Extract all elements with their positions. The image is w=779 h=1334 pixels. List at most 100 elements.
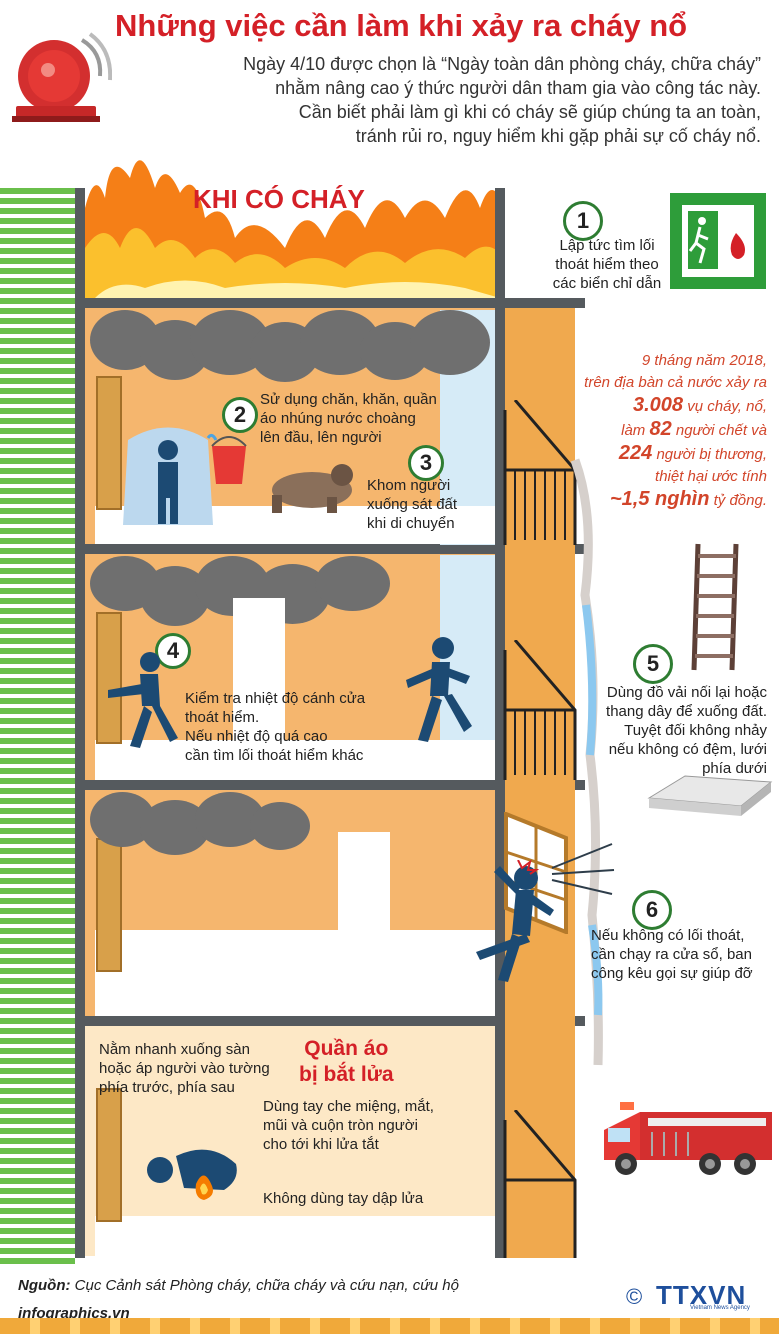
intro-line: Ngày 4/10 được chọn là “Ngày toàn dân ph…	[243, 54, 761, 74]
crawling-person-illustration	[272, 464, 353, 513]
step-line: Lập tức tìm lối	[559, 237, 655, 254]
intro-line: Cần biết phải làm gì khi có cháy sẽ giúp…	[298, 102, 761, 122]
logo-subtitle: Vietnam News Agency	[690, 1305, 750, 1311]
stat-unit: người bị thương,	[652, 446, 767, 463]
step-line: xuống sát đất	[367, 496, 458, 513]
floor-surface	[95, 930, 495, 1016]
source-text: Cục Cảnh sát Phòng cháy, chữa cháy và cứ…	[74, 1277, 459, 1294]
floor-slab	[85, 298, 585, 308]
clothes-fire-title: Quần áo bị bắt lửa	[299, 1036, 394, 1088]
building-pillar	[75, 188, 85, 1258]
ladder-icon	[691, 543, 739, 671]
roof-fire-illustration	[85, 160, 500, 298]
building-pillar	[495, 188, 505, 1258]
statistics: 9 tháng năm 2018, trên địa bàn cả nước x…	[507, 350, 767, 512]
doorway	[233, 598, 285, 740]
door	[96, 376, 122, 510]
step-line: Tuyệt đối không nhảy	[624, 722, 767, 739]
text-line: hoặc áp người vào tường	[99, 1060, 270, 1077]
side-stripe-decoration	[0, 188, 75, 1268]
text-line: Nằm nhanh xuống sàn	[99, 1041, 250, 1058]
step-5-text: Dùng đồ vải nối lại hoặc thang dây để xu…	[606, 683, 767, 778]
text-line: Dùng tay che miệng, mắt,	[263, 1098, 434, 1115]
stat-fires-count: 3.008	[633, 394, 684, 416]
stat-unit: làm	[621, 422, 650, 439]
step-line: cần tìm lối thoát hiểm khác	[185, 747, 364, 764]
step-number: 3	[408, 445, 444, 481]
mattress-icon	[647, 775, 773, 816]
clothes-fire-left-text: Nằm nhanh xuống sàn hoặc áp người vào tư…	[99, 1040, 270, 1097]
door	[96, 1088, 122, 1222]
balcony-railing	[503, 1110, 577, 1258]
step-line: khi di chuyển	[367, 515, 455, 532]
ttxvn-logo: TTXVN	[656, 1280, 747, 1310]
step-2-text: Sử dụng chăn, khăn, quần áo nhúng nước c…	[260, 390, 437, 447]
footer-decoration-bar	[0, 1318, 779, 1334]
step-line: cần chạy ra cửa sổ, ban	[591, 946, 752, 963]
stat-line: 9 tháng năm 2018,	[641, 352, 767, 369]
step-number: 1	[563, 201, 603, 241]
page-title: Những việc cần làm khi xảy ra cháy nổ	[115, 8, 688, 43]
step-3-text: Khom người xuống sát đất khi di chuyển	[367, 476, 457, 533]
site-name: infographics.vn	[18, 1305, 130, 1322]
exit-sign-icon	[670, 193, 766, 289]
stat-dead-count: 82	[649, 418, 672, 440]
step-line: áo nhúng nước choàng	[260, 410, 416, 427]
step-line: thoát hiểm theo	[555, 256, 659, 273]
step-line: Dùng đồ vải nối lại hoặc	[606, 684, 767, 701]
step-line: phía dưới	[702, 760, 767, 777]
stat-unit: người chết và	[671, 422, 767, 439]
balcony-railing	[503, 400, 577, 545]
step-6-text: Nếu không có lối thoát, cần chạy ra cửa …	[591, 926, 753, 983]
step-4-text: Kiểm tra nhiệt độ cánh cửa thoát hiểm. N…	[185, 689, 365, 765]
floor-surface	[95, 1216, 495, 1258]
intro-line: nhằm nâng cao ý thức người dân tham gia …	[275, 78, 761, 98]
step-line: thoát hiểm.	[185, 709, 260, 726]
step-line: các biển chỉ dẫn	[552, 275, 662, 292]
clothes-fire-right-text: Dùng tay che miệng, mắt, mũi và cuộn trò…	[263, 1097, 434, 1154]
step-line: Khom người	[367, 477, 451, 494]
clothes-fire-title-line: bị bắt lửa	[299, 1063, 394, 1086]
text-line: mũi và cuộn tròn người	[263, 1117, 418, 1134]
copyright-icon: ©	[626, 1284, 643, 1309]
stat-injured-count: 224	[618, 442, 653, 464]
floor-surface	[95, 740, 495, 780]
fire-alarm-icon	[12, 32, 112, 122]
step-number: 4	[155, 633, 191, 669]
stat-line: trên địa bàn cả nước xảy ra	[584, 374, 767, 391]
step-line: Kiểm tra nhiệt độ cánh cửa	[185, 690, 366, 707]
intro-text: Ngày 4/10 được chọn là “Ngày toàn dân ph…	[171, 52, 761, 148]
step-line: thang dây để xuống đất.	[606, 703, 767, 720]
person-calling-for-help-illustration	[476, 860, 554, 982]
khi-co-chay-label: KHI CÓ CHÁY	[193, 184, 365, 214]
clothes-fire-title-line: Quần áo	[304, 1037, 389, 1060]
step-line: công kêu gọi sự giúp đỡ	[591, 965, 753, 982]
step-line: Nếu nhiệt độ quá cao	[185, 728, 328, 745]
building-side-wall	[495, 308, 575, 1258]
smoke-cloud	[90, 792, 340, 862]
step-line: Sử dụng chăn, khăn, quần	[260, 391, 437, 408]
clothes-fire-bottom-text: Không dùng tay dập lửa	[263, 1190, 424, 1207]
stat-line: thiệt hại ước tính	[655, 468, 767, 485]
step-line: Nếu không có lối thoát,	[591, 927, 745, 944]
step-number: 5	[633, 644, 673, 684]
water-bucket-icon	[206, 433, 247, 484]
source-line: Nguồn: Cục Cảnh sát Phòng cháy, chữa chá…	[18, 1277, 459, 1294]
step-1-text: Lập tức tìm lối thoát hiểm theo các biển…	[552, 236, 662, 293]
floor-slab	[85, 544, 585, 554]
door	[96, 838, 122, 972]
step-line: lên đầu, lên người	[260, 429, 382, 446]
step-number: 6	[632, 890, 672, 930]
shout-lines-icon	[551, 843, 615, 895]
intro-line: tránh rủi ro, nguy hiểm khi gặp phải sự …	[355, 126, 761, 146]
fire-truck-icon	[604, 1102, 772, 1175]
stat-unit: vụ cháy, nổ,	[683, 398, 767, 415]
smoke-cloud	[90, 310, 500, 390]
stat-damage-amount: ~1,5 nghìn	[609, 488, 710, 510]
doorway	[338, 832, 390, 932]
door	[96, 612, 122, 744]
text-line: phía trước, phía sau	[99, 1079, 235, 1096]
stat-unit: tỷ đồng.	[709, 492, 767, 509]
balcony-railing	[503, 640, 577, 780]
text-line: cho tới khi lửa tắt	[263, 1136, 379, 1153]
